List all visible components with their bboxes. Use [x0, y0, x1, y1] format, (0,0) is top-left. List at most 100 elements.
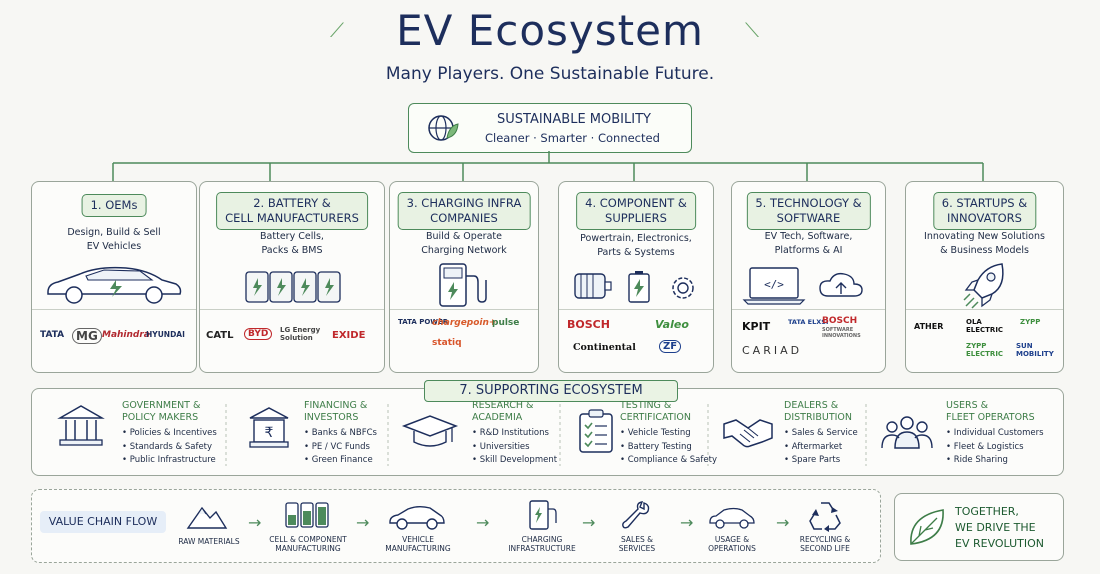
rocket-icon	[963, 263, 1004, 309]
gear-icon	[672, 277, 694, 299]
connector-lines	[112, 151, 984, 181]
logo-software-innovations: SOFTWARE INNOVATIONS	[822, 327, 861, 339]
support-group-users: USERS & FLEET OPERATORS • Individual Cus…	[946, 400, 1044, 465]
category-card-technology: 5. TECHNOLOGY &SOFTWARE EV Tech, Softwar…	[731, 181, 886, 373]
logo-mg: MG	[72, 328, 102, 344]
wrench-icon	[622, 501, 650, 529]
battery-pack-icon	[245, 271, 341, 303]
logo-chargepoint: chargepoin+	[432, 318, 497, 328]
supporting-ecosystem-title: 7. SUPPORTING ECOSYSTEM	[424, 380, 678, 402]
logo-zypp: ZYPP	[1020, 318, 1041, 326]
charger-icon	[529, 500, 557, 530]
logo-ather: ATHER	[914, 322, 944, 331]
battery-icon	[628, 271, 650, 303]
logo-mahindra: Mahindra	[102, 330, 150, 340]
page-title: EV Ecosystem	[396, 6, 704, 55]
clipboard-checklist-icon	[579, 409, 613, 453]
graduation-cap-icon	[401, 415, 459, 447]
arrow-right-icon: →	[356, 513, 370, 532]
tech-icons: </>	[742, 267, 863, 305]
card-description: Battery Cells,Packs & BMS	[260, 231, 324, 256]
logo-tata-power: TATA POWER	[398, 318, 449, 326]
arrow-right-icon: →	[776, 513, 790, 532]
value-chain-flow-panel	[31, 489, 881, 563]
logo-tata-elxsi: TATA ELXSI	[788, 318, 829, 326]
flow-step-usage: USAGE &OPERATIONS	[708, 535, 756, 553]
bank-rupee-icon: ₹	[249, 407, 289, 448]
logo-continental: Continental	[573, 342, 636, 353]
svg-text:</>: </>	[764, 278, 784, 291]
logo-kpit: KPIT	[742, 320, 771, 333]
category-card-component: 4. COMPONENT &SUPPLIERS Powertrain, Elec…	[558, 181, 714, 373]
logo-tata: TATA	[40, 330, 65, 340]
value-chain-flow-label: VALUE CHAIN FLOW	[40, 511, 166, 533]
card-title: 1. OEMs	[81, 194, 147, 217]
globe-leaf-icon	[428, 115, 459, 141]
card-description: Powertrain, Electronics,Parts & Systems	[580, 233, 692, 258]
logo-sun-mobility: SUN MOBILITY	[1016, 342, 1054, 358]
arrow-right-icon: →	[582, 513, 596, 532]
sparkle-icon: ⟍	[745, 18, 759, 42]
sustainable-mobility-box: SUSTAINABLE MOBILITY Cleaner · Smarter ·…	[408, 103, 692, 153]
users-group-icon	[881, 416, 933, 449]
flow-step-recycling: RECYCLING &SECOND LIFE	[799, 535, 851, 553]
logo-pulse: pulse	[492, 318, 520, 328]
logo-exide: EXIDE	[332, 330, 366, 341]
logo-catl: CATL	[206, 330, 234, 341]
logo-bosch: BOSCH	[567, 318, 610, 331]
motor-icon	[574, 273, 612, 299]
logo-row: ATHER OLA ELECTRIC ZYPP ZYPP ELECTRIC SU…	[906, 309, 1063, 372]
page-subtitle: Many Players. One Sustainable Future.	[385, 64, 715, 84]
logo-ola-electric: OLA ELECTRIC	[966, 318, 1004, 334]
logo-lg-energy: LG Energy Solution	[280, 326, 321, 342]
charging-station-icon	[439, 263, 487, 307]
svg-text:₹: ₹	[265, 425, 274, 441]
logo-bosch-software: BOSCH	[822, 316, 858, 326]
logo-row: TATA POWER chargepoin+ pulse statiq	[390, 309, 538, 372]
flow-step-sales: SALES &SERVICES	[618, 535, 656, 553]
vehicle-icon	[389, 506, 445, 530]
support-group-dealers: DEALERS & DISTRIBUTION • Sales & Service…	[784, 400, 858, 465]
recycle-icon	[809, 502, 841, 532]
logo-row: TATA MG Mahindra HYUNDAI	[32, 309, 196, 372]
card-title: 2. BATTERY &CELL MANUFACTURERS	[216, 192, 368, 230]
category-card-battery: 2. BATTERY &CELL MANUFACTURERS Battery C…	[199, 181, 385, 373]
government-building-icon	[57, 405, 105, 446]
logo-row: CATL BYD LG Energy Solution EXIDE	[200, 309, 384, 372]
card-title: 4. COMPONENT &SUPPLIERS	[576, 192, 696, 230]
handshake-icon	[723, 419, 773, 448]
usage-car-icon	[709, 507, 755, 529]
logo-cariad: CARIAD	[742, 344, 803, 357]
logo-row: BOSCH Valeo Continental ZF	[559, 309, 713, 372]
leaf-icon	[910, 509, 944, 545]
cloud-upload-icon	[819, 272, 863, 297]
logo-valeo: Valeo	[655, 318, 689, 331]
top-title: SUSTAINABLE MOBILITY	[497, 112, 651, 127]
logo-zf: ZF	[659, 340, 682, 353]
battery-cells-icon	[285, 502, 329, 528]
top-tagline: Cleaner · Smarter · Connected	[485, 131, 660, 145]
category-card-startups: 6. STARTUPS &INNOVATORS Innovating New S…	[905, 181, 1064, 373]
card-title: 6. STARTUPS &INNOVATORS	[932, 192, 1037, 230]
mountain-icon	[186, 506, 228, 529]
logo-row: KPIT TATA ELXSI BOSCH SOFTWARE INNOVATIO…	[732, 309, 885, 372]
logo-byd: BYD	[244, 328, 273, 340]
laptop-code-icon: </>	[742, 267, 806, 305]
components-icons	[574, 271, 694, 303]
arrow-right-icon: →	[248, 513, 262, 532]
card-title: 5. TECHNOLOGY &SOFTWARE	[746, 192, 871, 230]
car-icon	[47, 266, 182, 304]
card-description: Innovating New Solutions& Business Model…	[924, 231, 1045, 256]
flow-step-raw-materials: RAW MATERIALS	[178, 537, 240, 546]
support-group-testing: TESTING & CERTIFICATION • Vehicle Testin…	[620, 400, 717, 465]
